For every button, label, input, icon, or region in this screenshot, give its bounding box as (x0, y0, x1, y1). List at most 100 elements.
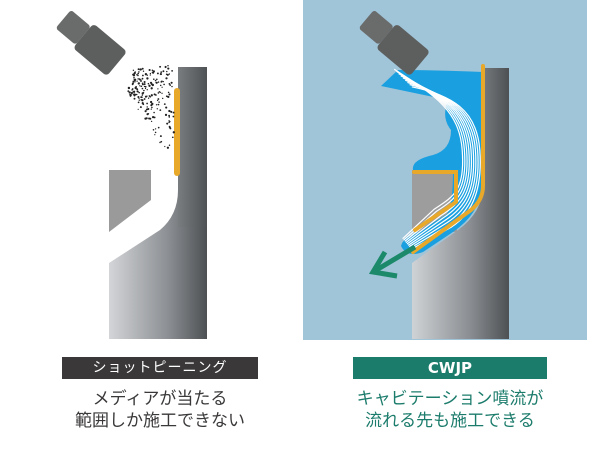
shot-particle (127, 90, 130, 93)
shot-particle (161, 86, 163, 88)
shot-particle (161, 92, 163, 94)
shot-particle (131, 82, 134, 85)
shot-particle (137, 74, 139, 77)
shot-particle (167, 67, 170, 70)
shot-particle (139, 68, 142, 71)
shot-particle (147, 82, 150, 85)
shot-particle (146, 77, 149, 80)
shot-particle (129, 94, 132, 97)
shot-particle (159, 109, 162, 111)
shot-particle (149, 74, 151, 76)
shot-particle (168, 83, 171, 85)
shot-particle (148, 84, 151, 87)
shot-particle (133, 78, 136, 81)
shot-particle (167, 95, 170, 99)
shot-particle (139, 85, 141, 87)
shot-particle (165, 77, 168, 80)
shot-particle (131, 89, 133, 91)
shot-particle (151, 106, 153, 109)
shot-particle (143, 80, 146, 84)
shot-particle (151, 83, 154, 87)
shot-particle (143, 89, 145, 92)
treated-surface (174, 88, 180, 176)
shot-particle (137, 68, 140, 71)
shot-particle (143, 83, 146, 86)
shot-particle (154, 134, 156, 136)
shot-particle (144, 85, 147, 88)
shot-peening-caption: メディアが当たる 範囲しか施工できない (20, 388, 300, 432)
shot-particle (147, 97, 150, 99)
shot-particle (134, 78, 137, 81)
shot-particle (170, 81, 173, 84)
shot-particle (146, 102, 148, 105)
shot-particle (155, 78, 158, 81)
shot-particle (150, 87, 153, 90)
shot-particle (157, 126, 160, 129)
shot-peening-illustration (0, 0, 300, 345)
shot-particle (135, 93, 138, 96)
shot-particle (128, 91, 131, 94)
shot-particle (138, 97, 140, 99)
shot-particle (155, 82, 157, 84)
shot-particle (132, 80, 135, 83)
shot-particle (133, 71, 136, 74)
shot-particle (167, 91, 170, 94)
shot-particle (143, 85, 146, 88)
shot-particle (131, 92, 133, 95)
shot-particle (154, 128, 157, 130)
shot-particle (170, 110, 173, 113)
shot-particle (168, 114, 171, 117)
shot-particle (137, 72, 140, 75)
shot-particle (136, 90, 139, 93)
shot-particle (145, 117, 148, 120)
nozzle-icon (359, 11, 429, 75)
shot-particle (153, 93, 156, 96)
treated-surface (411, 64, 485, 254)
shot-particle (164, 65, 167, 69)
shot-particle (141, 74, 144, 77)
shot-particle (163, 103, 166, 105)
shot-particle (157, 92, 160, 94)
shot-particle (150, 108, 152, 110)
shot-particle (156, 108, 158, 110)
workpiece-upper-post (178, 67, 207, 227)
shot-particle (158, 101, 160, 103)
shot-particle (150, 104, 153, 107)
shot-particle (137, 78, 139, 80)
caption-line: メディアが当たる (92, 389, 228, 409)
shot-particle (171, 85, 173, 88)
shot-particle (148, 95, 151, 97)
shot-particle (169, 120, 171, 123)
shot-particle (144, 73, 148, 76)
shot-particle (141, 94, 143, 96)
shot-particle (156, 99, 159, 102)
shot-particle (136, 88, 139, 91)
shot-particle (151, 115, 155, 119)
shot-particle (138, 78, 141, 80)
shot-particle (155, 104, 158, 106)
caption-line: キャビテーション噴流が (356, 389, 544, 409)
shot-particle (150, 120, 153, 123)
shot-media-spray (127, 65, 175, 149)
shot-particle (166, 122, 169, 125)
shot-particle (159, 91, 161, 94)
shot-particle (137, 82, 140, 85)
flow-direction-arrow-icon (368, 244, 417, 279)
shot-particle (160, 140, 163, 143)
cwjp-diagram (359, 11, 509, 339)
shot-particle (146, 74, 148, 76)
shot-particle (157, 98, 160, 100)
shot-particle (168, 126, 171, 129)
shot-particle (137, 101, 140, 104)
shot-particle (149, 100, 153, 104)
shot-particle (152, 71, 155, 74)
shot-particle (164, 113, 168, 117)
shot-particle (172, 115, 175, 118)
shot-particle (157, 81, 160, 83)
shot-particle (132, 69, 135, 72)
shot-particle (138, 99, 140, 101)
cwjp-label: CWJP (353, 357, 547, 379)
shot-particle (153, 78, 155, 80)
shot-particle (168, 73, 171, 75)
shot-particle (157, 103, 160, 106)
